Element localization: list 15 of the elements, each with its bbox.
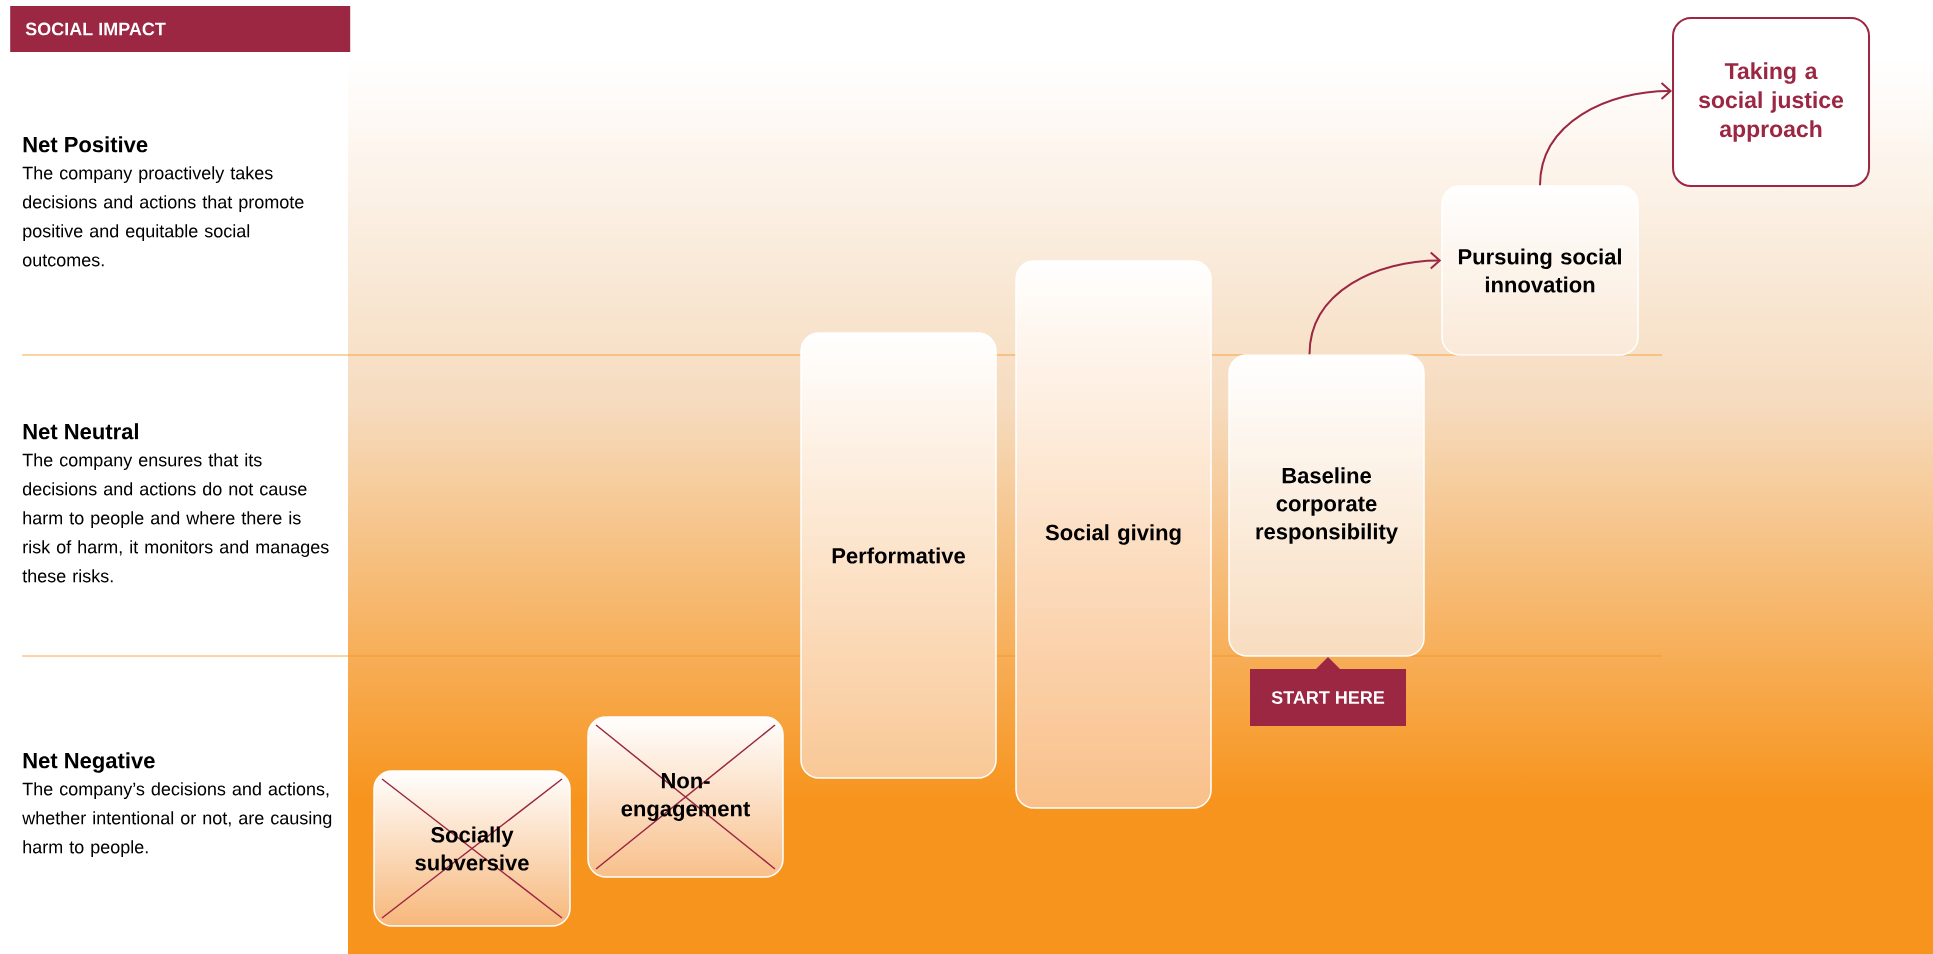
start-tag: START HERE — [1250, 657, 1406, 726]
arrow — [1308, 251, 1442, 356]
goal-box: Taking a social justice approach — [1672, 17, 1870, 187]
arrow — [1539, 82, 1672, 187]
level-description: The company’s decisions and actions, whether intentional or not, are causing harm to people. — [22, 782, 332, 857]
stage-box: Baseline corporate responsibility — [1228, 354, 1425, 657]
stage-box: Performative — [800, 332, 997, 779]
level-heading: Net Neutral — [23, 423, 138, 440]
level-heading: Net Negative — [23, 752, 155, 773]
level-description: The company ensures that its decisions and actions do not cause harm to people and where there is risk of harm, it monitors and manages these risks. — [22, 453, 329, 583]
heading-band: SOCIAL IMPACT — [10, 6, 351, 52]
level-heading: Net Positive — [23, 136, 148, 153]
level-description: The company proactively takes decisions and actions that promote positive and equitable social outcomes. — [22, 166, 304, 267]
stage-box: Social giving — [1015, 260, 1212, 809]
stage-box: Pursuing social innovation — [1441, 185, 1639, 356]
